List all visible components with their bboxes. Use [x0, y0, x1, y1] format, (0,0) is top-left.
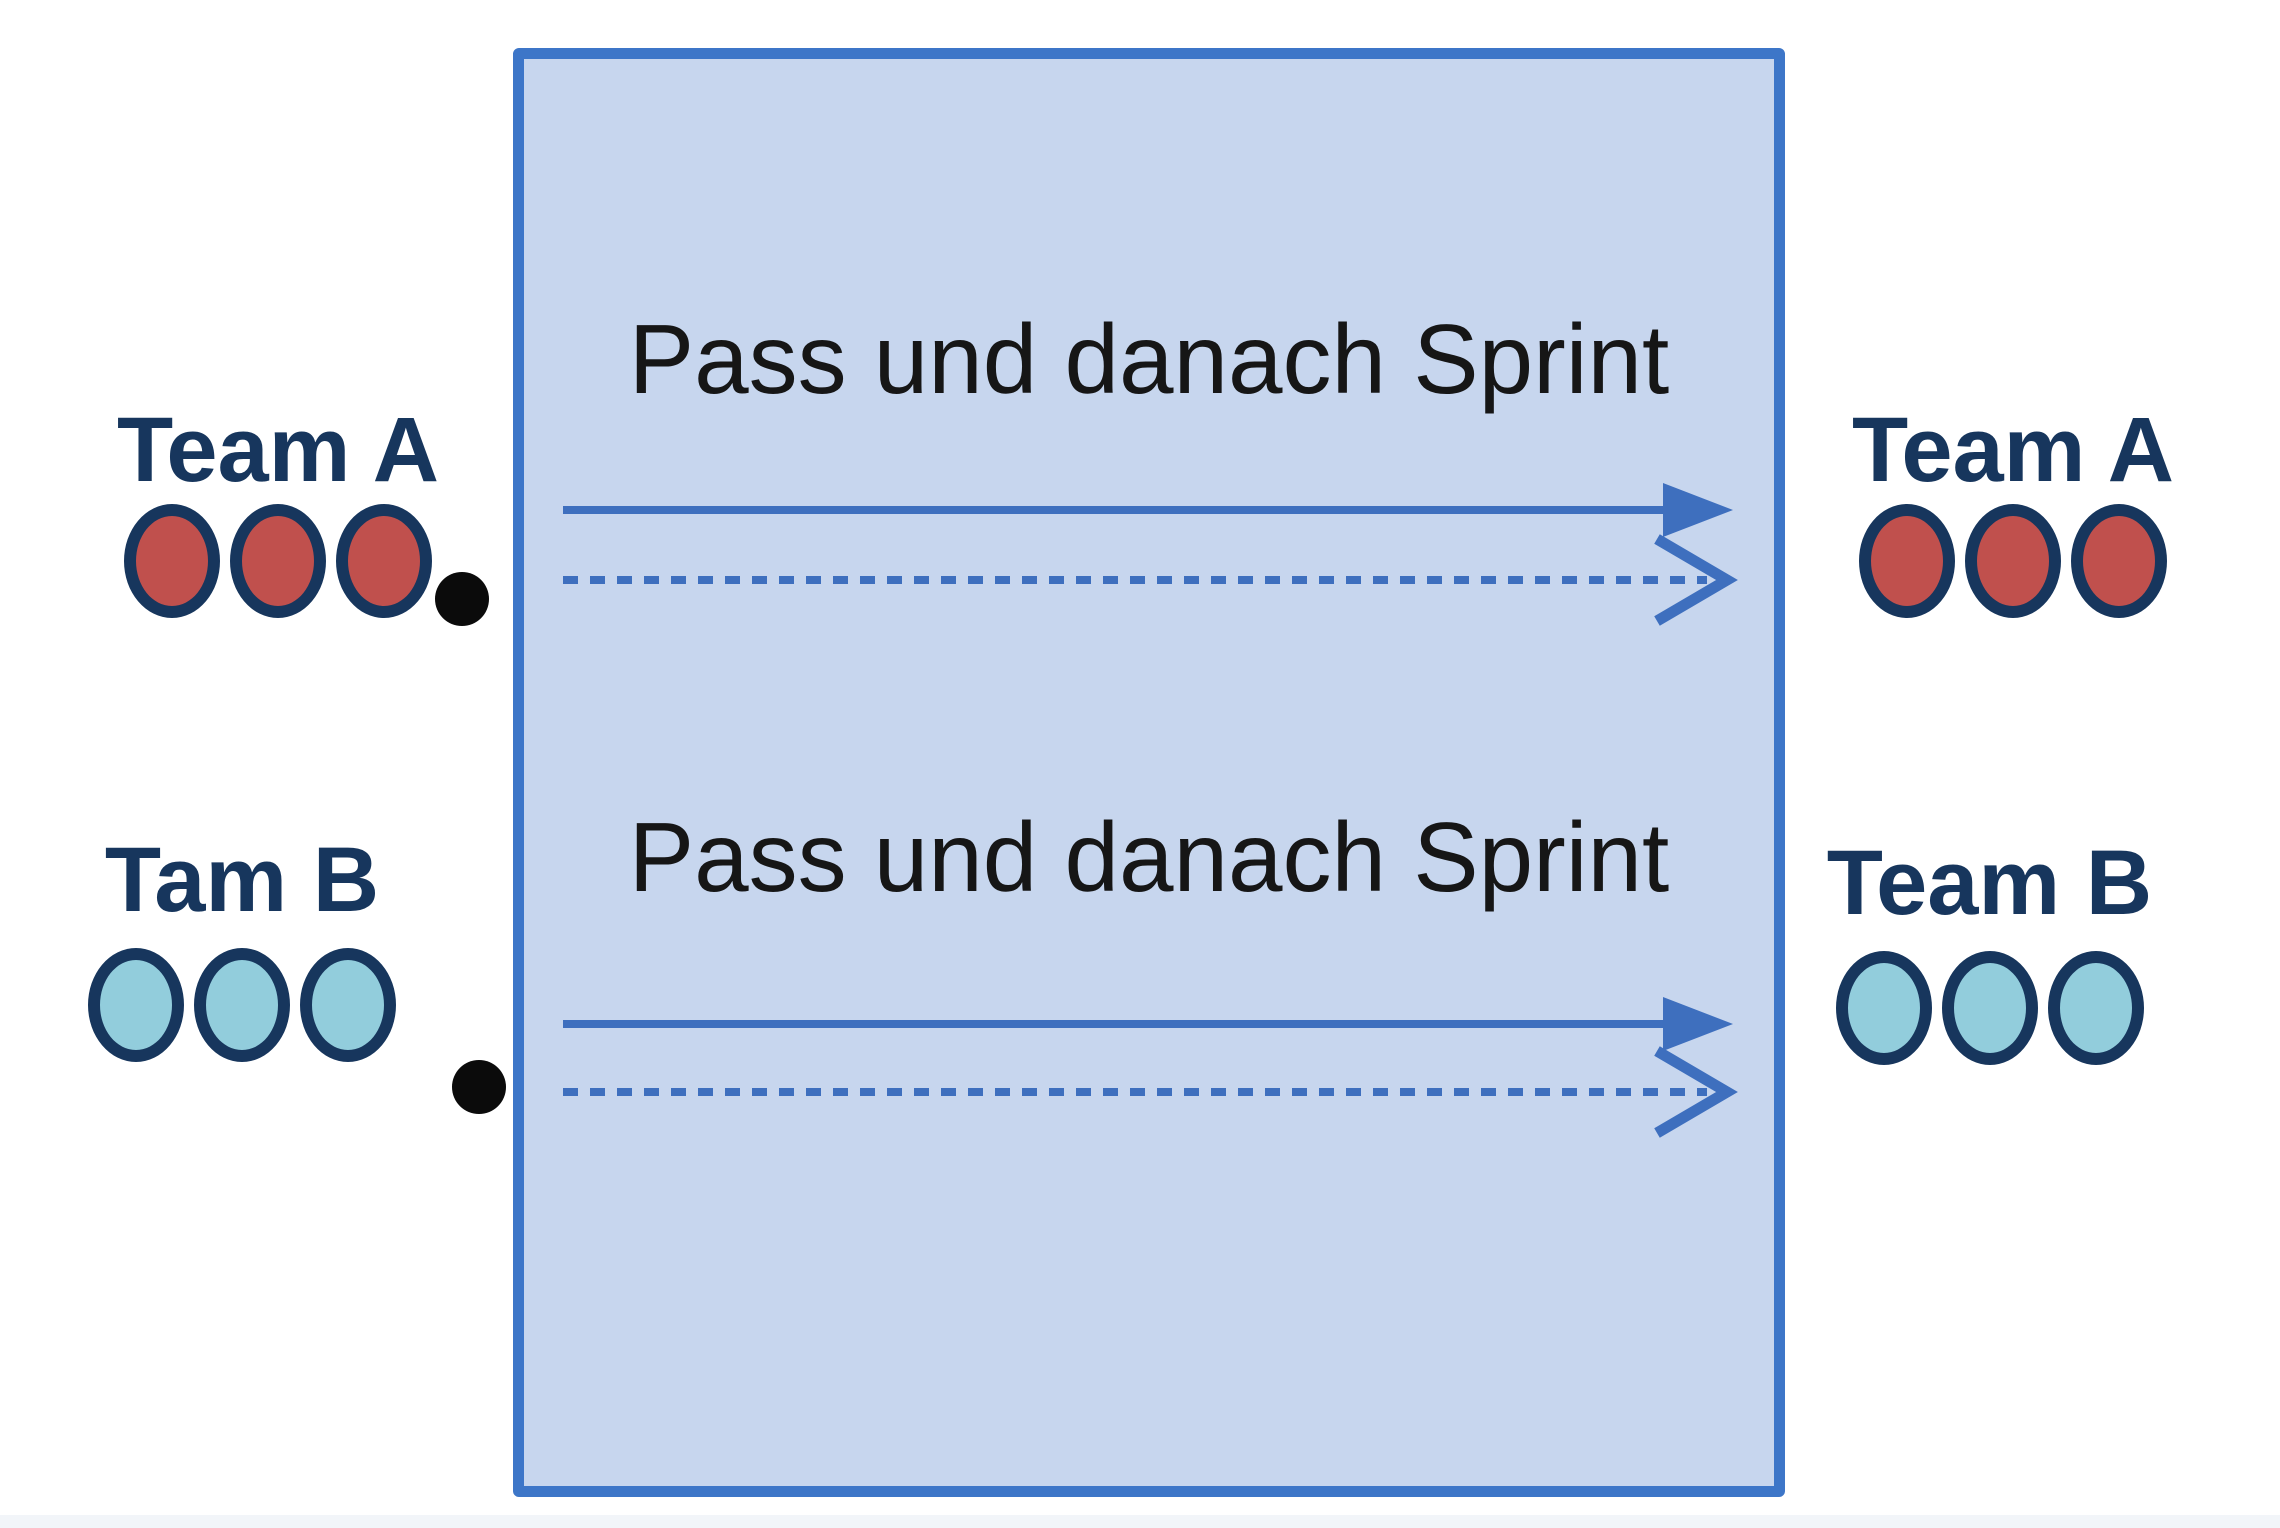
player-marker [1835, 951, 1932, 1065]
bottom-edge-strip [0, 1515, 2280, 1528]
team-group-right-b: Team B [1822, 837, 2157, 1065]
drill-label-bottom: Pass und danach Sprint [628, 802, 1670, 912]
team-label: Team B [1826, 832, 2153, 934]
team-label: Tam B [104, 829, 380, 931]
pass-arrow-top [563, 483, 1733, 537]
player-marker [2047, 951, 2144, 1065]
player-marker [300, 948, 396, 1062]
player-marker [1859, 504, 1955, 618]
pass-arrow-bottom [563, 997, 1733, 1051]
sprint-arrow-bottom [563, 1046, 1738, 1138]
drill-label-top: Pass und danach Sprint [628, 304, 1670, 414]
team-label: Team A [116, 399, 440, 501]
team-group-right-a: Team A [1848, 404, 2178, 618]
players-row [1848, 504, 2178, 618]
player-marker [194, 948, 290, 1062]
players-row [108, 504, 448, 618]
exercise-field: Pass und danach Sprint Pass und danach S… [513, 48, 1785, 1497]
player-marker [1965, 504, 2061, 618]
player-marker [2071, 504, 2167, 618]
players-row [1822, 951, 2157, 1065]
player-marker [88, 948, 184, 1062]
team-group-left-a: Team A [108, 404, 448, 618]
sprint-arrow-top [563, 534, 1738, 626]
team-label: Team A [1851, 399, 2175, 501]
player-marker [336, 504, 432, 618]
players-row [82, 948, 402, 1062]
player-marker [124, 504, 220, 618]
player-marker [230, 504, 326, 618]
player-marker [1941, 951, 2038, 1065]
ball [435, 572, 489, 626]
team-group-left-b: Tam B [82, 834, 402, 1062]
ball [452, 1060, 506, 1114]
